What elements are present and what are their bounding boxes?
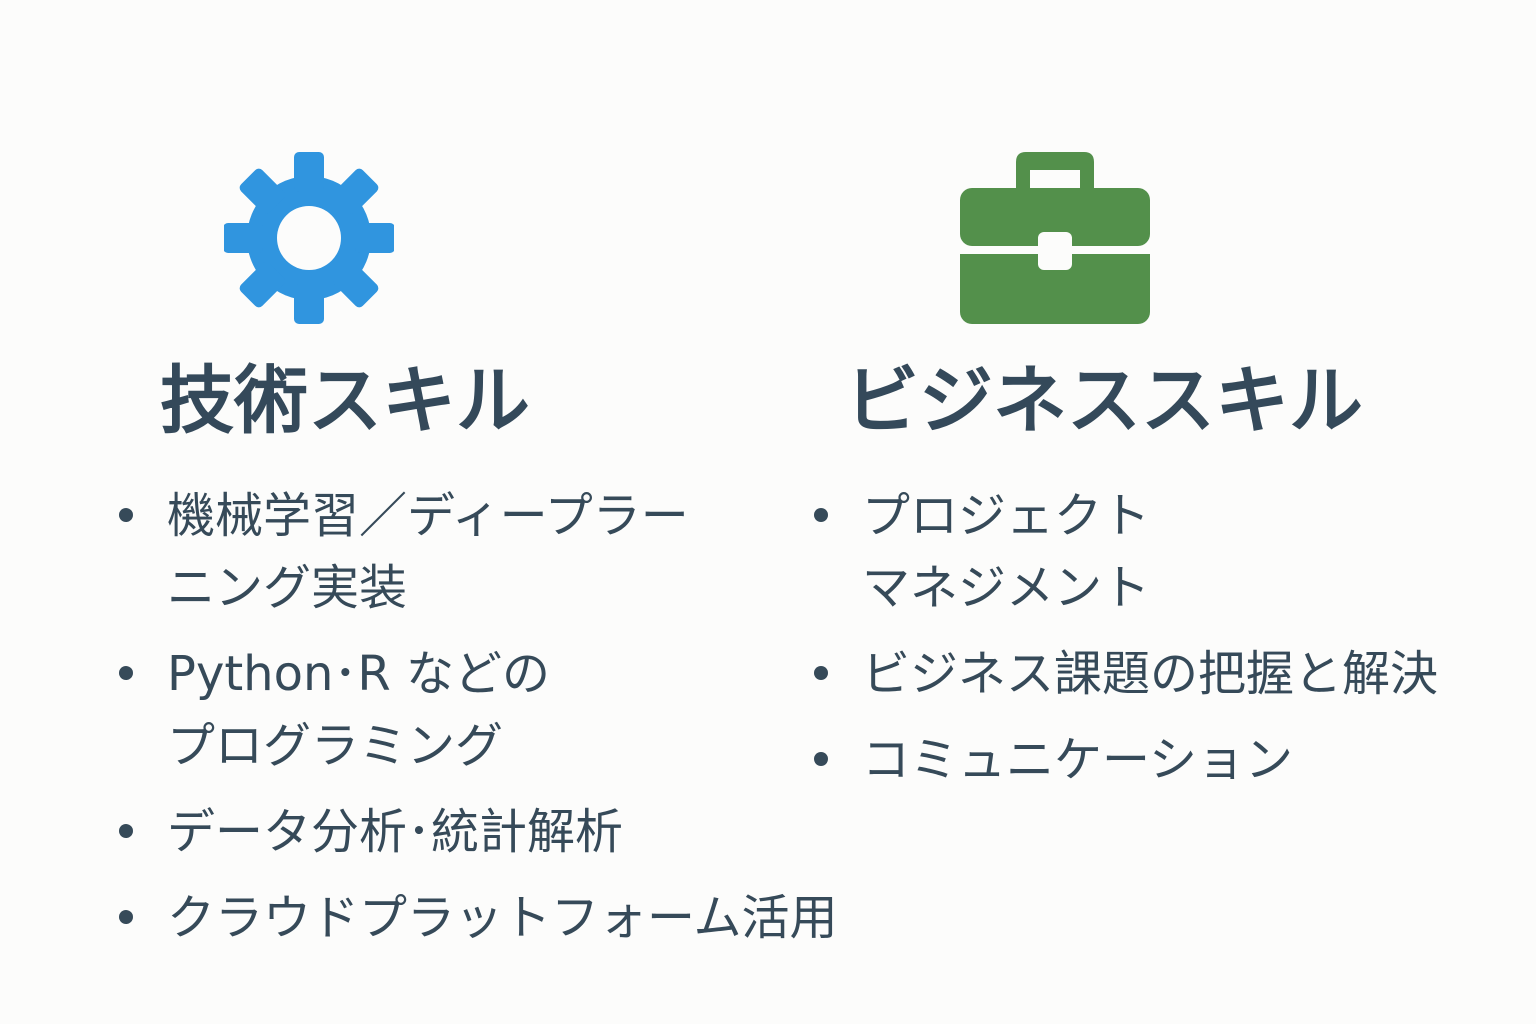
briefcase-handle (1016, 152, 1094, 190)
bullet (119, 666, 133, 680)
list-item-line: ビジネス課題の把握と解決 (862, 646, 1439, 702)
list-item-line: プログラミング (167, 718, 504, 774)
business-skills-heading: ビジネススキル (845, 358, 1363, 444)
list-item: コミュニケーション (810, 724, 1510, 796)
business-skills-list: プロジェクト マネジメント ビジネス課題の把握と解決 コミュニケーション (810, 480, 1510, 810)
list-item-line: Python･R などの (167, 646, 550, 702)
briefcase-icon (960, 152, 1150, 324)
briefcase-clasp (1038, 232, 1072, 270)
bullet (814, 508, 828, 522)
bullet (814, 666, 828, 680)
bullet (814, 752, 828, 766)
list-item-line: 機械学習／ディープラー (167, 488, 689, 544)
bullet (119, 910, 133, 924)
list-item: クラウドプラットフォーム活用 (115, 882, 838, 954)
gear-tooth (294, 284, 324, 324)
gear-tooth (239, 261, 286, 308)
gear-icon (224, 152, 394, 324)
list-item-line: データ分析･統計解析 (167, 804, 624, 860)
technical-skills-heading: 技術スキル (160, 358, 530, 444)
bullet (119, 508, 133, 522)
list-item: Python･R などの プログラミング (115, 638, 835, 782)
list-item: データ分析･統計解析 (115, 796, 835, 868)
list-item-line: クラウドプラットフォーム活用 (167, 890, 838, 946)
briefcase-top (960, 188, 1150, 246)
list-item-line: マネジメント (862, 560, 1151, 616)
gear-tooth (355, 223, 394, 253)
gear-tooth (224, 223, 263, 253)
list-item-line: プロジェクト (862, 488, 1151, 544)
list-item-line: ニング実装 (167, 560, 408, 616)
list-item: プロジェクト マネジメント (810, 480, 1510, 624)
list-item: ビジネス課題の把握と解決 (810, 638, 1510, 710)
technical-skills-list: 機械学習／ディープラー ニング実装 Python･R などの プログラミング デ… (115, 480, 838, 968)
gear-hole (277, 206, 341, 270)
list-item-line: コミュニケーション (862, 732, 1294, 788)
gear-tooth (332, 261, 379, 308)
list-item: 機械学習／ディープラー ニング実装 (115, 480, 835, 624)
gear-tooth (294, 152, 324, 192)
gear-tooth (239, 168, 286, 215)
bullet (119, 824, 133, 838)
gear-tooth (332, 168, 379, 215)
